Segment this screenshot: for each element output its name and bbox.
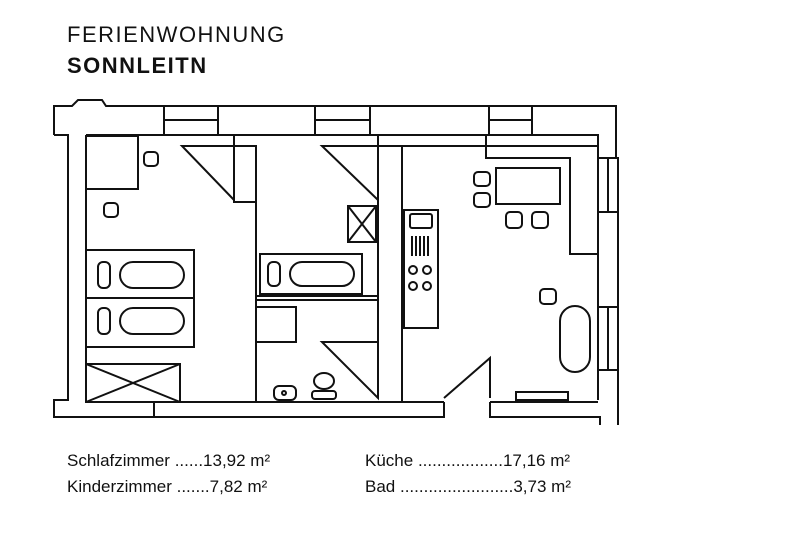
room-label: Bad	[365, 477, 396, 496]
room-area: 7,82 m²	[209, 477, 268, 496]
door-swing-3	[319, 341, 379, 401]
bench	[515, 391, 569, 401]
toilet	[313, 372, 335, 390]
shaft	[347, 205, 377, 243]
legend-right: Küche ..................17,16 m² Bad ...…	[365, 448, 571, 500]
closet-cross	[85, 363, 181, 403]
room-label: Schlafzimmer	[67, 451, 170, 470]
door-swing-4	[443, 355, 491, 399]
dining-table	[495, 167, 561, 205]
armchair	[539, 288, 557, 305]
kids-bed	[259, 253, 363, 295]
wardrobe	[85, 135, 139, 190]
room-area: 17,16 m²	[502, 451, 571, 470]
door-swing-1	[179, 145, 235, 203]
room-area: 3,73 m²	[513, 477, 571, 496]
sofa	[559, 305, 591, 373]
room-area: 13,92 m²	[203, 451, 271, 470]
top-wall-inner	[86, 134, 599, 400]
room-label: Küche	[365, 451, 414, 470]
interior-wall-2	[377, 135, 403, 402]
door-swing-2	[319, 145, 379, 203]
page-title: SONNLEITN	[67, 53, 208, 78]
legend-left: Schlafzimmer ......13,92 m² Kinderzimmer…	[67, 448, 270, 500]
left-wall	[53, 134, 154, 418]
chair	[103, 202, 119, 218]
room-dots: ......	[174, 451, 204, 470]
room-dots: ........................	[399, 477, 514, 496]
room-label: Kinderzimmer	[67, 477, 172, 496]
washbasin	[273, 385, 297, 401]
room-dots: ..................	[417, 451, 503, 470]
bottom-wall	[86, 401, 598, 417]
nightstand-lamp	[143, 151, 159, 167]
subtitle: FERIENWOHNUNG	[67, 22, 286, 47]
interior-wall-3	[256, 299, 378, 343]
room-dots: .......	[176, 477, 210, 496]
